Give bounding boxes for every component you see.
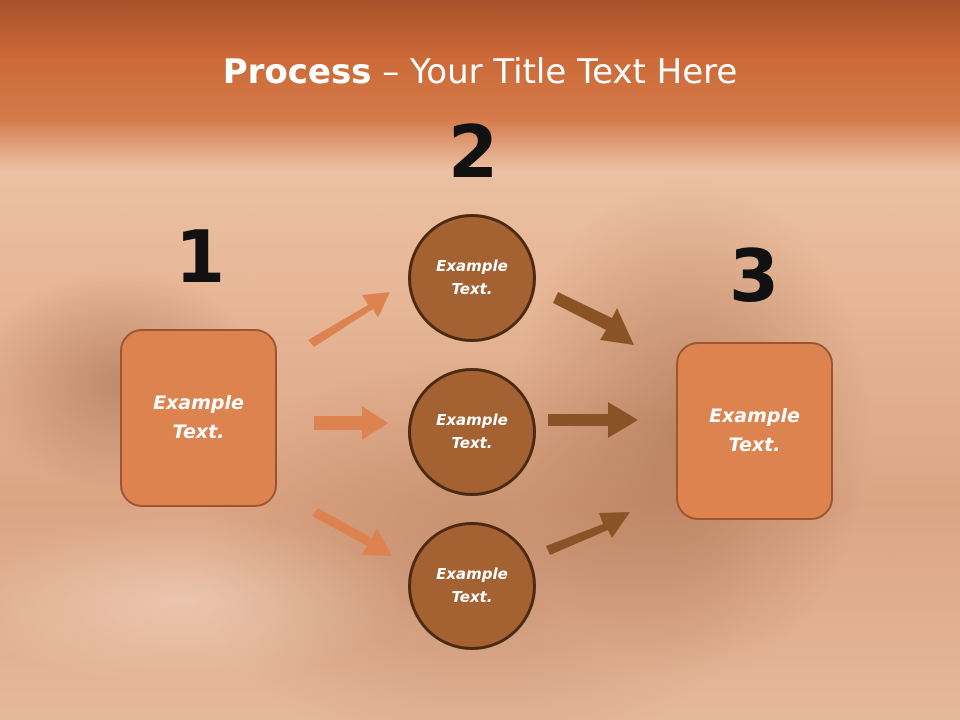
step-number-2: 2 [447,110,499,194]
title-bold: Process [222,52,372,92]
arrow-right-icon-2 [548,402,638,438]
circle-bottom: Example Text. [408,522,536,650]
step-number-3: 3 [728,234,780,318]
step-box-3: Example Text. [676,342,833,520]
arrow-up-right-icon-2 [546,512,630,555]
step-box-1-text: Example Text. [153,392,244,443]
arrow-down-right-icon [312,508,392,556]
arrow-right-icon [314,406,388,440]
arrow-down-right-icon-2 [553,292,634,345]
circle-middle: Example Text. [408,368,536,496]
title-rest: – Your Title Text Here [371,52,738,92]
slide-title: Process – Your Title Text Here [0,52,960,92]
arrow-up-right-icon [308,292,390,347]
step-number-1: 1 [174,215,226,299]
circle-middle-text: Example Text. [436,411,508,452]
title-band [0,0,960,170]
step-box-1: Example Text. [120,329,277,507]
circle-top: Example Text. [408,214,536,342]
circle-bottom-text: Example Text. [436,565,508,606]
step-box-3-text: Example Text. [709,405,800,456]
circle-top-text: Example Text. [436,257,508,298]
